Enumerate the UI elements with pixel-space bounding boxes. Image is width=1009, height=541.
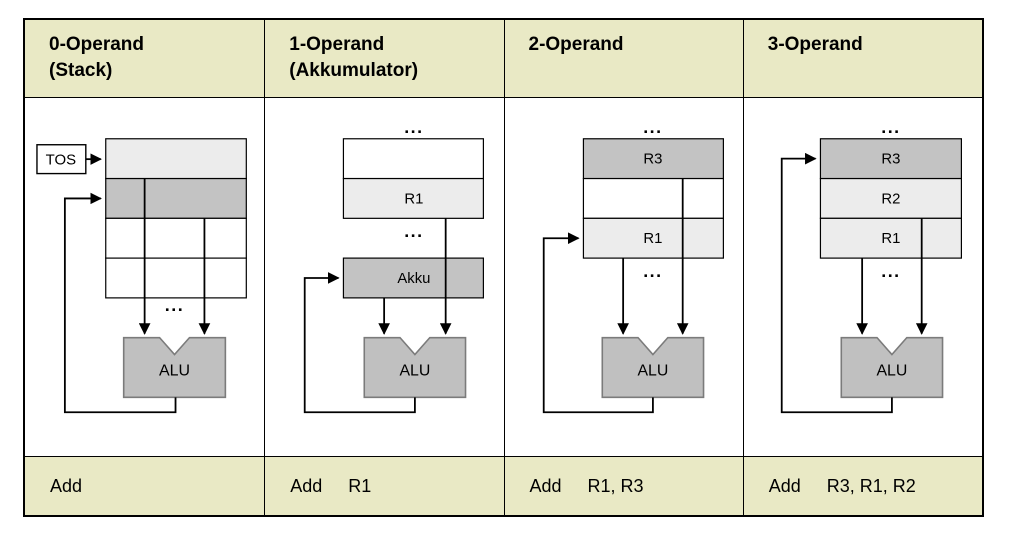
header-line: (Stack) <box>49 60 113 81</box>
register-cell-r2 <box>819 177 962 219</box>
stack-cell <box>105 257 247 299</box>
result-feedback-arrow <box>780 152 893 414</box>
register-label: R1 <box>881 231 900 247</box>
alu-label: ALU <box>637 362 668 379</box>
instruction-operands: R3, R1, R2 <box>826 475 916 496</box>
header-line: 1-Operand <box>289 34 385 55</box>
instruction-operands: R1 <box>348 475 372 496</box>
register-cell-r3 <box>582 138 724 180</box>
ellipsis-mid: ... <box>404 221 423 241</box>
instruction-opcode: Add <box>290 475 323 496</box>
alu-label: ALU <box>159 362 190 379</box>
architecture-comparison-table: 0-Operand (Stack) 1-Operand (Akkumulator… <box>23 18 984 517</box>
register-label: R1 <box>643 231 662 247</box>
register-label: R1 <box>405 191 424 207</box>
register-label: R3 <box>881 152 900 168</box>
result-feedback-arrow <box>304 272 417 414</box>
ellipsis-bottom: ... <box>165 295 184 315</box>
register-cell-r1 <box>343 177 485 219</box>
ellipsis-top: ... <box>404 117 423 137</box>
alu-label: ALU <box>400 362 431 379</box>
header-3-operand: 3-Operand <box>742 20 982 98</box>
register-cell <box>343 138 485 180</box>
akku-box <box>343 257 485 299</box>
instruction-example-accumulator: Add R1 <box>264 456 504 515</box>
instruction-operands: R1, R3 <box>587 475 644 496</box>
result-feedback-arrow <box>63 192 177 414</box>
header-line: (Akkumulator) <box>289 60 419 81</box>
alu-box <box>122 336 227 399</box>
instruction-opcode: Add <box>50 475 83 496</box>
header-line: 3-Operand <box>767 34 863 55</box>
instruction-opcode: Add <box>768 475 801 496</box>
instruction-opcode: Add <box>529 475 562 496</box>
alu-label: ALU <box>876 362 907 379</box>
diagram-stack-architecture: TOS ... ALU <box>25 98 265 456</box>
ellipsis-top: ... <box>881 117 900 137</box>
diagram-three-operand-architecture: ... R3 R2 R1 ... ALU <box>742 98 982 456</box>
ellipsis-mid: ... <box>881 261 900 281</box>
ellipsis-mid: ... <box>643 261 662 281</box>
instruction-example-three-operand: Add R3, R1, R2 <box>742 456 982 515</box>
ellipsis-top: ... <box>643 117 662 137</box>
header-line: 2-Operand <box>528 34 624 55</box>
tos-box <box>36 144 87 175</box>
alu-box <box>840 336 944 399</box>
header-line: 0-Operand <box>49 34 145 55</box>
register-cell-r1 <box>819 217 962 259</box>
stack-cell-second <box>105 177 247 219</box>
tos-label: TOS <box>46 152 76 169</box>
register-label: R3 <box>643 152 662 168</box>
register-cell-r1 <box>582 217 724 259</box>
instruction-example-stack: Add <box>25 456 265 515</box>
diagram-two-operand-architecture: ... R3 R1 ... ALU <box>503 98 743 456</box>
diagram-accumulator-architecture: ... R1 ... Akku ALU <box>264 98 504 456</box>
header-1-operand: 1-Operand (Akkumulator) <box>264 20 504 98</box>
result-feedback-arrow <box>542 232 654 414</box>
header-0-operand: 0-Operand (Stack) <box>25 20 265 98</box>
register-label: R2 <box>881 191 900 207</box>
stack-cell-tos <box>105 138 247 180</box>
stack-cell <box>105 217 247 259</box>
header-2-operand: 2-Operand <box>503 20 743 98</box>
instruction-example-two-operand: Add R1, R3 <box>503 456 743 515</box>
register-cell-r3 <box>819 138 962 180</box>
alu-box <box>363 336 467 399</box>
alu-box <box>600 336 704 399</box>
register-cell <box>582 177 724 219</box>
akku-label: Akku <box>398 271 431 287</box>
